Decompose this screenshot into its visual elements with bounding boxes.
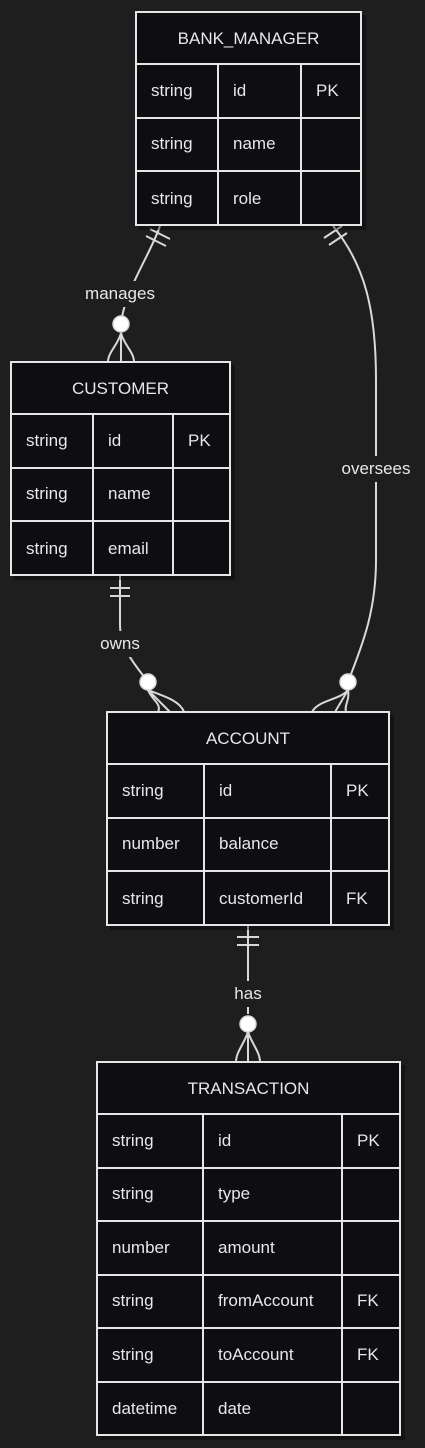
attribute-name: id: [219, 65, 302, 117]
attribute-name: email: [94, 522, 174, 576]
attribute-key: FK: [357, 1291, 379, 1311]
attribute-type: string: [98, 1275, 204, 1327]
attribute-type: string: [12, 522, 94, 576]
attribute-row: string id PK: [12, 415, 229, 469]
attribute-name: id: [204, 1115, 343, 1167]
attribute-row: string id PK: [108, 765, 388, 819]
attribute-name: role: [219, 172, 302, 226]
attribute-name: amount: [204, 1222, 343, 1274]
attribute-row: string role: [137, 172, 360, 226]
attribute-name: type: [204, 1168, 343, 1220]
attribute-key: [174, 522, 229, 576]
owns-zero-circle: [139, 673, 157, 691]
relationship-label-has: has: [232, 981, 264, 1007]
entity-title: ACCOUNT: [108, 713, 388, 765]
attribute-type: string: [98, 1168, 204, 1220]
attribute-type: string: [98, 1115, 204, 1167]
relationship-label-oversees: oversees: [339, 456, 413, 482]
oversees-one-mark-2: [328, 232, 348, 246]
manages-crowfoot: [107, 332, 135, 363]
manages-one-mark-1: [149, 228, 171, 240]
attribute-key: [343, 1222, 399, 1274]
attribute-name: name: [219, 118, 302, 170]
attribute-key: PK: [357, 1130, 380, 1150]
manages-line: [120, 225, 161, 324]
attribute-key: [332, 819, 388, 871]
attribute-type: string: [98, 1329, 204, 1381]
relationship-label-manages: manages: [83, 281, 157, 307]
entity-title: CUSTOMER: [12, 363, 229, 415]
attribute-name: balance: [205, 818, 332, 870]
attribute-key: [343, 1169, 399, 1221]
attribute-key: [343, 1383, 399, 1437]
oversees-line: [332, 225, 377, 683]
manages-zero-circle: [112, 315, 130, 333]
attribute-name: fromAccount: [204, 1275, 343, 1327]
entity-title: TRANSACTION: [98, 1063, 399, 1115]
attribute-row: datetime date: [98, 1382, 399, 1437]
attribute-row: string id PK: [137, 65, 360, 119]
oversees-zero-circle: [339, 673, 357, 691]
attribute-name: toAccount: [204, 1329, 343, 1381]
attribute-type: string: [12, 415, 94, 467]
attribute-name: date: [204, 1382, 343, 1436]
attribute-name: id: [205, 765, 332, 817]
attribute-type: string: [137, 172, 219, 226]
attribute-row: string name: [137, 118, 360, 172]
relationship-label-owns: owns: [98, 631, 142, 657]
has-crowfoot: [235, 1031, 261, 1063]
attribute-key: [302, 119, 360, 171]
attribute-row: string toAccount FK: [98, 1329, 399, 1383]
attribute-key: PK: [316, 80, 339, 100]
attribute-name: id: [94, 415, 174, 467]
attribute-type: string: [12, 468, 94, 520]
attribute-type: string: [137, 118, 219, 170]
attribute-type: number: [98, 1222, 204, 1274]
attribute-key: FK: [357, 1344, 379, 1364]
attribute-key: PK: [188, 430, 211, 450]
entity-title: BANK_MANAGER: [137, 13, 360, 65]
attribute-row: string type: [98, 1168, 399, 1222]
attribute-type: string: [137, 65, 219, 117]
entity-customer[interactable]: CUSTOMER string id PK string name string…: [10, 361, 231, 576]
attribute-row: number amount: [98, 1222, 399, 1276]
attribute-row: string email: [12, 522, 229, 576]
oversees-crowfoot: [311, 689, 350, 713]
attribute-key: [302, 172, 360, 226]
attribute-key: PK: [346, 780, 369, 800]
attribute-row: string id PK: [98, 1115, 399, 1169]
owns-crowfoot: [147, 689, 185, 713]
attribute-type: number: [108, 818, 205, 870]
attribute-row: number balance: [108, 818, 388, 872]
entity-bank-manager[interactable]: BANK_MANAGER string id PK string name st…: [135, 11, 362, 226]
oversees-one-mark-1: [323, 225, 343, 239]
manages-one-mark-2: [145, 235, 167, 247]
has-zero-circle: [239, 1015, 257, 1033]
attribute-type: string: [108, 872, 205, 926]
attribute-type: datetime: [98, 1382, 204, 1436]
owns-line: [119, 576, 149, 683]
attribute-key: FK: [346, 888, 368, 908]
attribute-row: string name: [12, 468, 229, 522]
attribute-row: string customerId FK: [108, 872, 388, 926]
attribute-name: name: [94, 468, 174, 520]
attribute-type: string: [108, 765, 205, 817]
attribute-key: [174, 469, 229, 521]
attribute-name: customerId: [205, 872, 332, 926]
entity-account[interactable]: ACCOUNT string id PK number balance stri…: [106, 711, 390, 926]
attribute-row: string fromAccount FK: [98, 1275, 399, 1329]
entity-transaction[interactable]: TRANSACTION string id PK string type num…: [96, 1061, 401, 1436]
